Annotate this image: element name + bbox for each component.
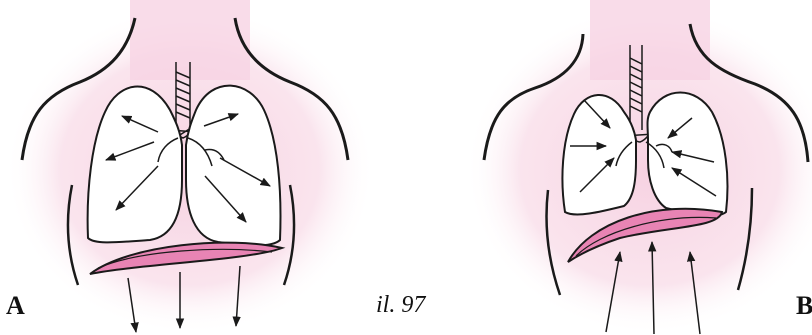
left-lung-b (562, 95, 636, 215)
figure-caption: il. 97 (376, 292, 425, 319)
panel-b (465, 0, 812, 335)
panel-a-label: A (6, 291, 25, 321)
panel-a (5, 0, 375, 335)
panel-b-label: B (796, 291, 812, 321)
neck-glow-b (590, 0, 710, 80)
